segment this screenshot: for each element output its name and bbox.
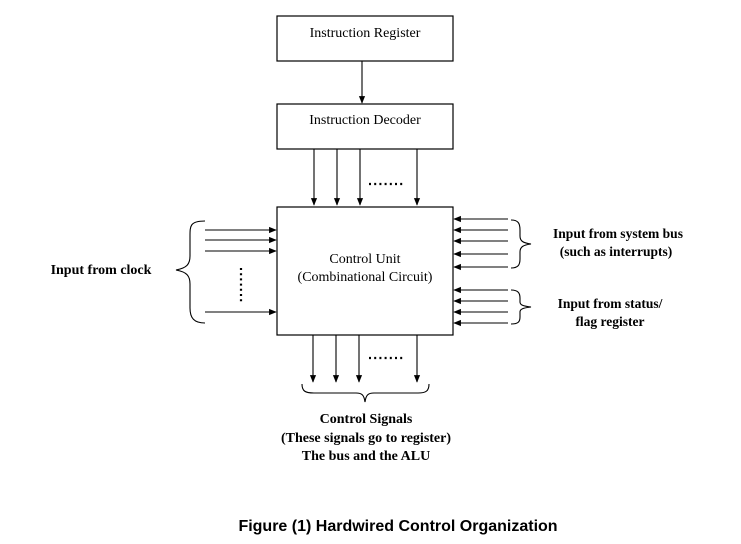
instruction-decoder-box: Instruction Decoder bbox=[276, 103, 454, 150]
system-bus-brace bbox=[510, 219, 532, 269]
input-from-clock-label: Input from clock bbox=[51, 263, 152, 278]
clock-input-arrows bbox=[205, 226, 277, 316]
system-bus-label-line2: (such as interrupts) bbox=[560, 244, 673, 259]
control-signals-brace bbox=[301, 383, 430, 403]
status-label-line2: flag register bbox=[575, 314, 644, 329]
control-unit-box: Control Unit (Combinational Circuit) bbox=[276, 206, 454, 336]
control-signals-label-line2: (These signals go to register) bbox=[281, 431, 451, 446]
control-signals-label-line1: Control Signals bbox=[320, 412, 413, 427]
status-brace bbox=[510, 289, 532, 325]
status-label-line1: Input from status/ bbox=[558, 296, 663, 311]
system-bus-input-arrows bbox=[453, 215, 508, 271]
control-signal-arrows bbox=[309, 335, 421, 383]
figure-caption: Figure (1) Hardwired Control Organizatio… bbox=[238, 518, 557, 535]
control-signals-label-line3: The bus and the ALU bbox=[302, 449, 430, 464]
instruction-register-label: Instruction Register bbox=[310, 26, 421, 41]
status-register-input-arrows bbox=[453, 286, 508, 327]
instruction-decoder-label: Instruction Decoder bbox=[309, 113, 421, 128]
decoder-output-arrows bbox=[310, 149, 421, 206]
system-bus-label-line1: Input from system bus bbox=[553, 226, 683, 241]
clock-brace bbox=[175, 220, 206, 324]
instruction-register-box: Instruction Register bbox=[276, 15, 454, 62]
control-unit-subtitle: (Combinational Circuit) bbox=[298, 270, 433, 285]
control-unit-title: Control Unit bbox=[329, 252, 400, 267]
